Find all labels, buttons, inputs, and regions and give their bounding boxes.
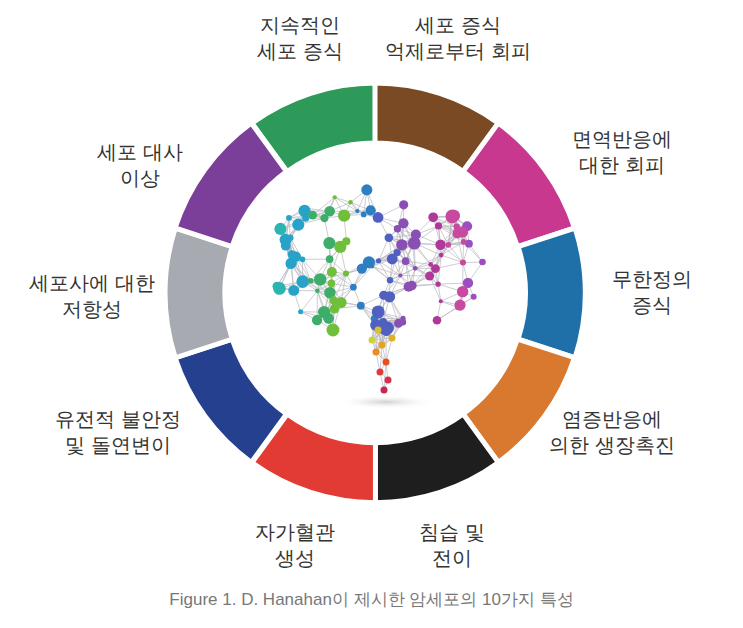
figure-caption: Figure 1. D. Hanahan이 제시한 암세포의 10가지 특성	[0, 588, 743, 611]
segment-fill	[518, 228, 585, 358]
segment-shape	[165, 228, 232, 358]
ring-segment: 면역반응에 대한 회피	[463, 123, 575, 247]
ring-segment: 침습 및 전이	[375, 414, 498, 503]
hallmark-label: 면역반응에 대한 회피	[566, 126, 678, 178]
segment-fill	[175, 339, 287, 463]
segment-fill	[175, 123, 287, 247]
ring-segment: 세포사에 대한 저항성	[165, 228, 232, 358]
segment-shape	[375, 414, 498, 503]
segment-shape	[175, 339, 287, 463]
ring-segment: 유전적 불안정 및 돌연변이	[175, 339, 287, 463]
segment-shape	[518, 228, 585, 358]
segment-fill	[463, 123, 575, 247]
segment-shape	[463, 123, 575, 247]
hallmark-label: 유전적 불안정 및 돌연변이	[50, 406, 186, 458]
segment-shape	[175, 123, 287, 247]
hallmark-label: 세포사에 대한 저항성	[25, 270, 159, 322]
hallmark-label: 자가혈관 생성	[249, 519, 341, 571]
hallmark-label: 세포 대사 이상	[93, 139, 187, 191]
segment-fill	[165, 228, 232, 358]
hallmark-label: 무한정의 증식	[606, 266, 698, 318]
ring-segment: 무한정의 증식	[518, 228, 585, 358]
hallmark-label: 침습 및 전이	[413, 519, 491, 571]
hallmark-label: 염증반응에 의한 생장촉진	[546, 406, 678, 458]
hallmark-label: 지속적인 세포 증식	[250, 12, 350, 64]
hallmark-label: 세포 증식 억제로부터 회피	[382, 12, 534, 64]
segment-fill	[375, 414, 498, 503]
ring-segment: 세포 대사 이상	[175, 123, 287, 247]
